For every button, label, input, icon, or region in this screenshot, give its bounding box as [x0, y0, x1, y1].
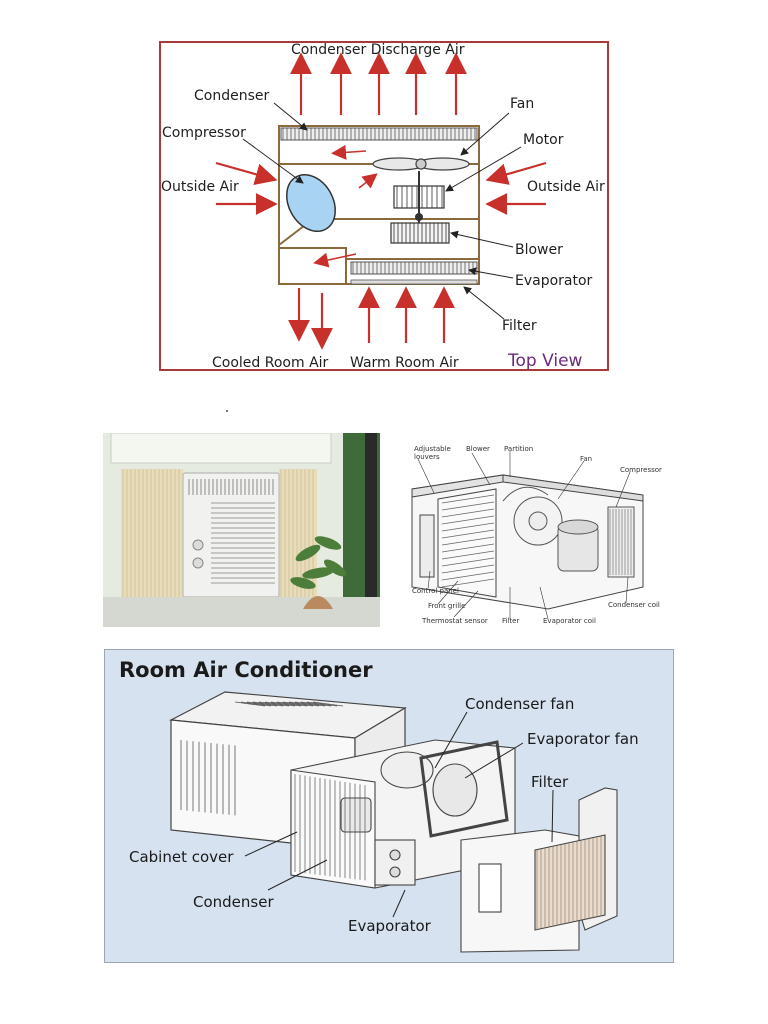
photo-illustration [103, 433, 380, 627]
warm-air-arrows [358, 286, 455, 343]
label-cut-filter: Filter [502, 617, 520, 625]
label-cut-blower: Blower [466, 445, 490, 453]
filter-strip [350, 279, 478, 285]
label-outside-air-right: Outside Air [527, 179, 605, 195]
label-cut-compressor: Compressor [620, 466, 662, 474]
filter-panel-shape [460, 787, 618, 953]
cutaway-illustration: Adjustable louvers Blower Partition Fan … [398, 437, 662, 627]
blower-shape [390, 222, 450, 244]
compressor-shape [286, 174, 336, 232]
stray-dot [226, 410, 228, 412]
label-front-grille: Front grille [428, 602, 466, 610]
room-air-conditioner-diagram: Room Air Conditioner [104, 649, 674, 963]
evaporator-coil [350, 261, 478, 275]
label-fan: Fan [510, 96, 535, 112]
window-unit-photo [103, 433, 380, 627]
label-blower: Blower [515, 242, 563, 258]
label-cooled-room-air: Cooled Room Air [212, 355, 329, 371]
label-evaporator-coil: Evaporator coil [543, 617, 596, 625]
label-condenser: Condenser [194, 88, 270, 104]
top-view-schematic [215, 52, 547, 350]
label-condenser-coil: Condenser coil [608, 601, 660, 609]
label-partition: Partition [504, 445, 534, 453]
label-adjustable-louvers: Adjustable louvers [414, 445, 451, 461]
label-outside-air-left: Outside Air [161, 179, 239, 195]
label-control-panel: Control panel [412, 587, 459, 595]
label-compressor: Compressor [162, 125, 246, 141]
chassis-shape [290, 739, 516, 889]
outside-air-arrows [215, 161, 547, 215]
label-room-condenser: Condenser [193, 893, 274, 911]
label-condenser-fan: Condenser fan [465, 695, 575, 713]
discharge-arrows [290, 52, 467, 115]
label-thermostat-sensor: Thermostat sensor [422, 617, 488, 625]
label-room-evaporator: Evaporator [348, 917, 431, 935]
top-view-diagram: Condenser Discharge Air Condenser Compre… [159, 41, 609, 371]
top-view-title: Top View [508, 351, 583, 371]
fan-blades [372, 157, 470, 171]
exploded-view-drawing [168, 691, 618, 953]
cutaway-drawing [411, 451, 644, 620]
label-evaporator: Evaporator [515, 273, 593, 289]
label-condenser-discharge-air: Condenser Discharge Air [291, 42, 465, 58]
label-evaporator-fan: Evaporator fan [527, 730, 639, 748]
label-room-filter: Filter [531, 773, 569, 791]
label-cut-fan: Fan [580, 455, 593, 463]
room-ac-title: Room Air Conditioner [119, 658, 373, 682]
label-filter: Filter [502, 318, 537, 334]
label-cabinet-cover: Cabinet cover [129, 848, 234, 866]
cooled-air-arrows [288, 288, 333, 350]
label-warm-room-air: Warm Room Air [350, 355, 459, 371]
label-motor: Motor [523, 132, 564, 148]
